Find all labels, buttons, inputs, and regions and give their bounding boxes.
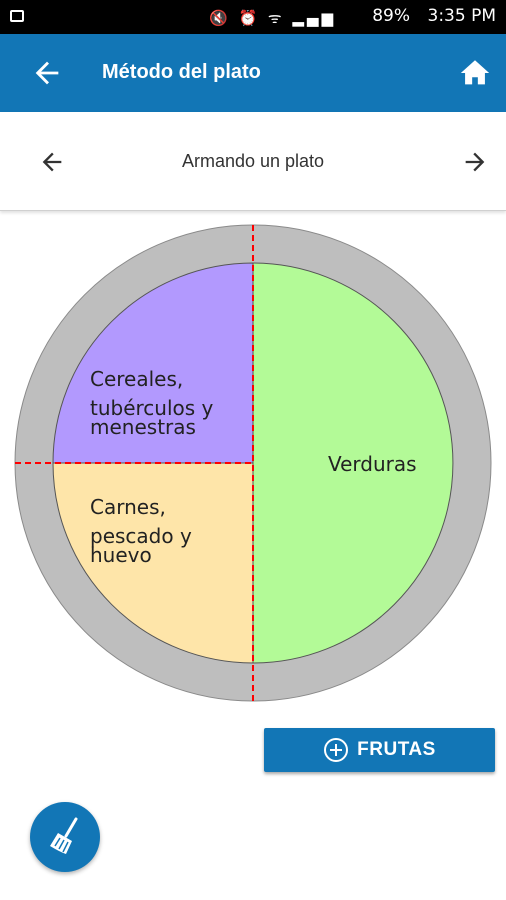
arrow-right-icon (465, 152, 485, 172)
battery-level: 89% (372, 6, 410, 26)
app-bar: Método del plato (0, 34, 506, 112)
plate: Cereales, tubérculos y menestras Carnes,… (0, 210, 506, 720)
status-bar: 🔇 ⏰ ᯤ ▂▄▆ 89% 3:35 PM (0, 0, 506, 34)
message-icon (10, 10, 24, 22)
section-title: Armando un plato (181, 151, 325, 171)
arrow-left-icon (35, 61, 59, 85)
clear-plate-button[interactable] (30, 802, 100, 872)
arrow-left-icon (42, 152, 62, 172)
add-fruits-button[interactable]: FRUTAS (264, 728, 495, 772)
cereales-line-1: Cereales, (90, 367, 184, 391)
plus-circle-icon (324, 738, 349, 762)
next-button[interactable] (461, 148, 489, 176)
plate-section-verduras (252, 262, 454, 664)
carnes-line-1: Carnes, (90, 495, 166, 519)
home-icon (460, 60, 490, 85)
carnes-label[interactable]: Carnes, pescado y huevo (90, 495, 192, 567)
cereales-line-3: menestras (90, 415, 196, 439)
carnes-line-3: huevo (90, 543, 152, 567)
verduras-label[interactable]: Verduras (328, 452, 417, 476)
plate-section-carnes (52, 462, 254, 664)
cereales-line-2: tubérculos y (90, 396, 214, 420)
add-fruits-label: FRUTAS (357, 739, 436, 760)
page-title: Método del plato (102, 61, 261, 83)
previous-button[interactable] (38, 148, 66, 176)
carnes-line-2: pescado y (90, 524, 192, 548)
status-icons: 🔇 ⏰ ᯤ ▂▄▆ (209, 9, 336, 27)
clock: 3:35 PM (427, 6, 497, 26)
sub-header: Armando un plato (0, 112, 506, 211)
plate-section-cereales (52, 262, 254, 464)
back-button[interactable] (30, 56, 64, 90)
home-button[interactable] (458, 56, 492, 90)
broom-icon (50, 817, 78, 854)
cereales-label[interactable]: Cereales, tubérculos y menestras (90, 367, 214, 439)
verduras-line-1: Verduras (328, 452, 417, 476)
